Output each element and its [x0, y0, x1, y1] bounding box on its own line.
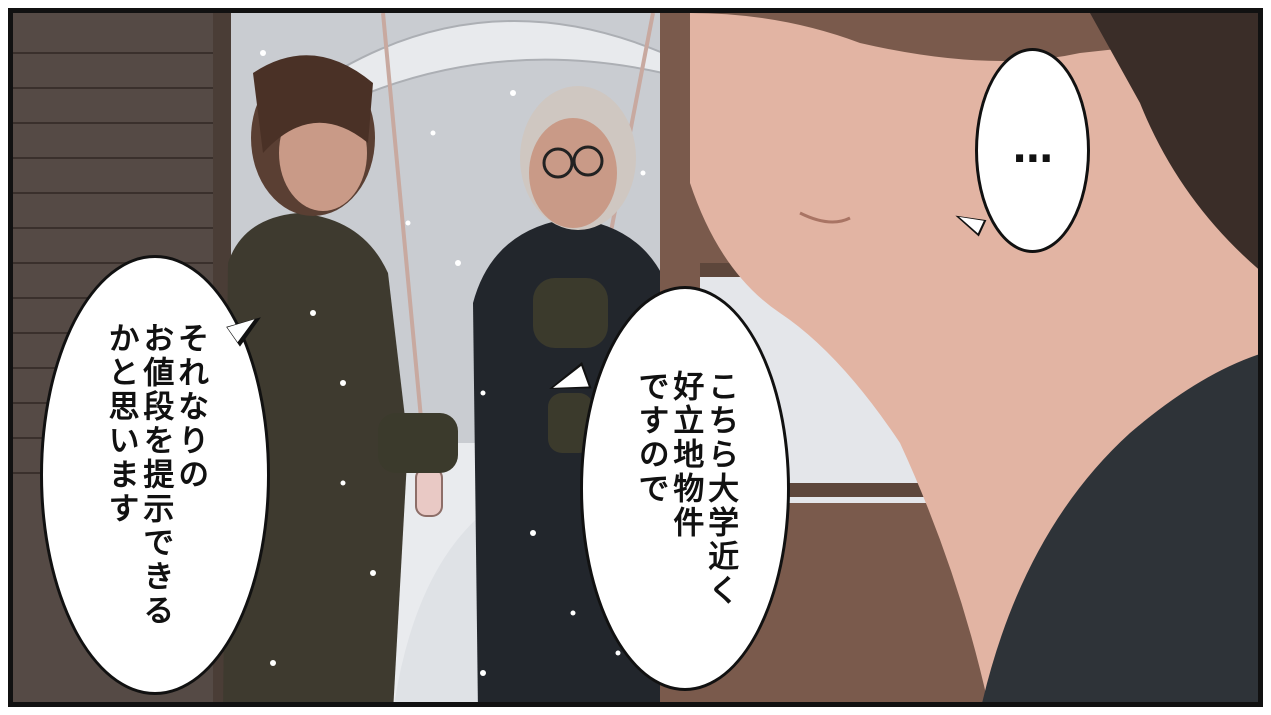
woman-speech-bubble: それなりの お値段を提示できる かと思います [40, 255, 270, 695]
umbrella-handle [415, 467, 443, 517]
woman-figure [223, 55, 458, 702]
woman-speech-text: それなりの お値段を提示できる かと思います [102, 322, 209, 628]
viewer-speech-bubble: … [975, 48, 1090, 253]
man-speech-bubble: こちら大学近く 好立地物件 ですので [580, 286, 790, 691]
woman-glove [378, 413, 458, 473]
man-hair [1090, 13, 1258, 269]
man-speech-text: こちら大学近く 好立地物件 ですので [632, 369, 739, 608]
mouth [799, 211, 851, 224]
glasses [542, 147, 574, 179]
viewer-speech-text: … [1009, 126, 1056, 175]
man-sweater [982, 354, 1258, 702]
man-glove [533, 278, 608, 348]
